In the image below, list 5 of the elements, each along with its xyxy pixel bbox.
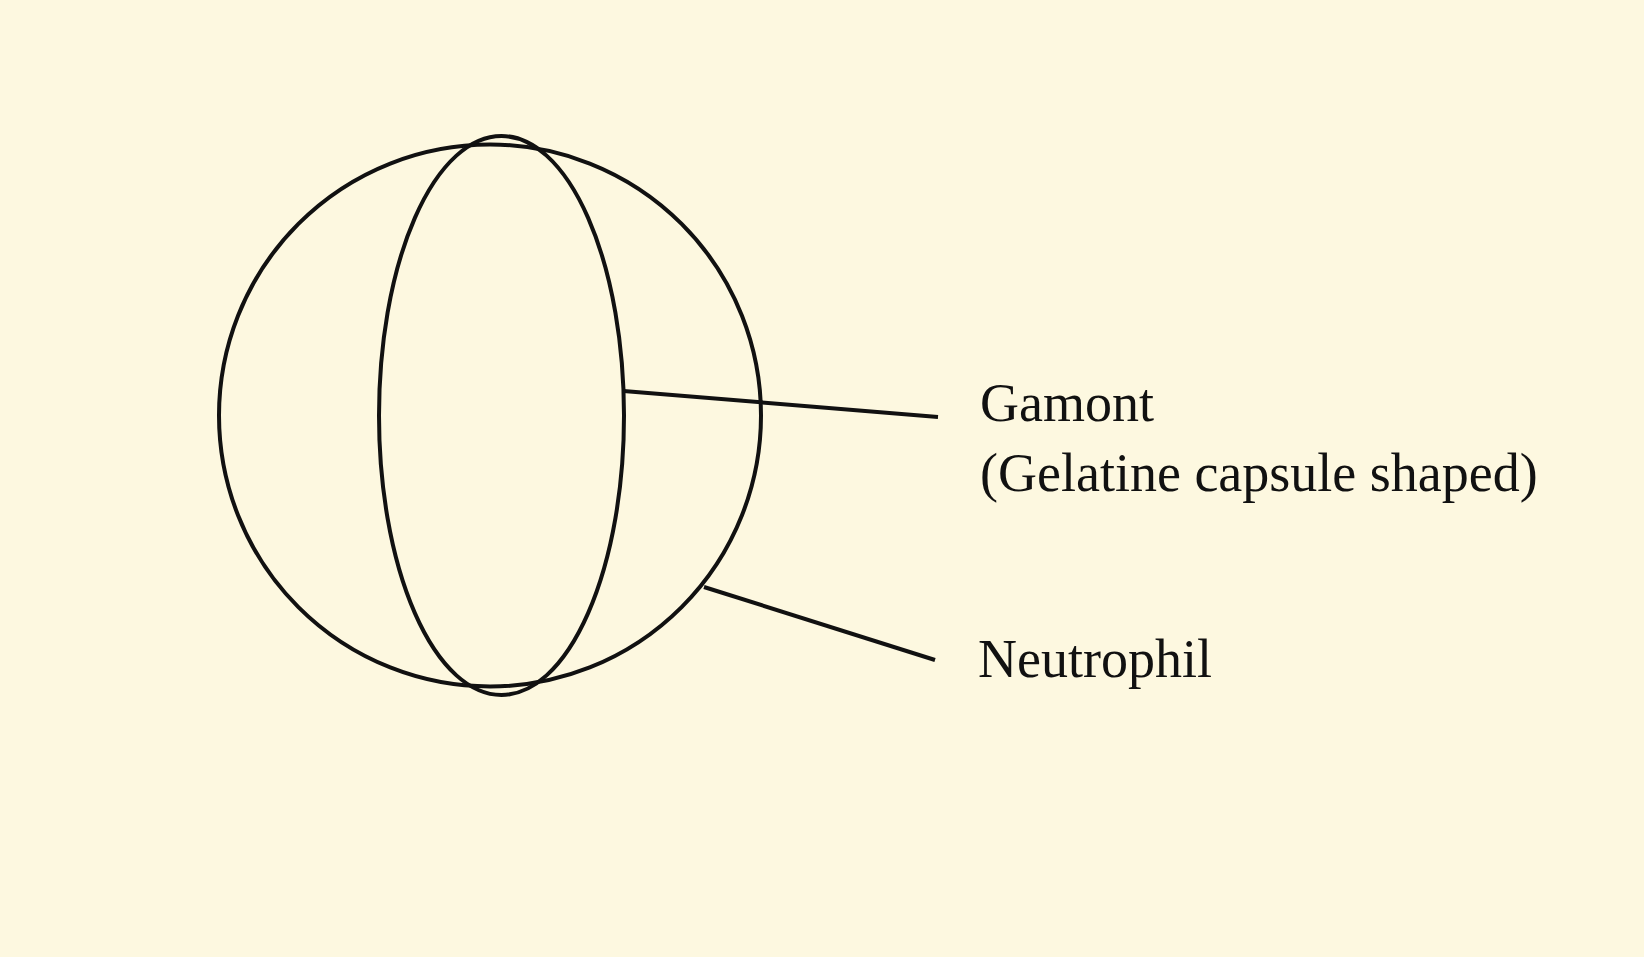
- leader-line: [703, 585, 936, 662]
- label-subtext: (Gelatine capsule shaped): [980, 442, 1538, 505]
- leader-line: [623, 389, 939, 419]
- label-text: Neutrophil: [978, 628, 1212, 691]
- label-text: Gamont: [980, 372, 1155, 435]
